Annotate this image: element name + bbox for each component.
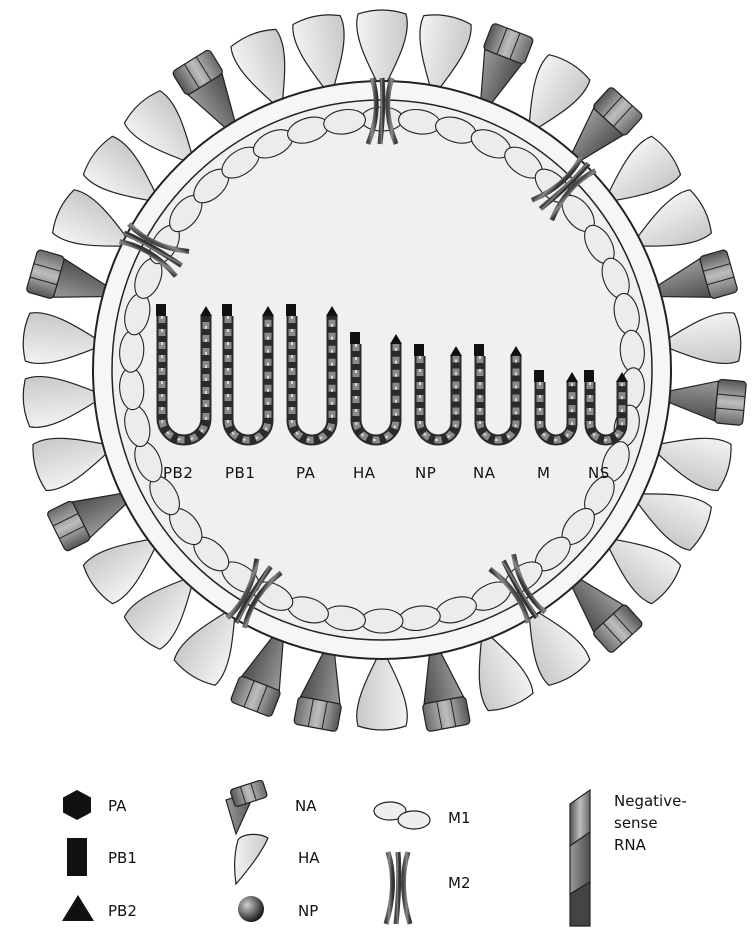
- legend-label-m1: M1: [448, 807, 471, 829]
- na-spike: [413, 647, 471, 732]
- legend-label-m2: M2: [448, 872, 471, 894]
- negative-sense-rna-icon: [560, 786, 600, 930]
- pa-hexagon-icon: [60, 788, 94, 822]
- segment-label-np: NP: [415, 464, 436, 482]
- legend-label-rna-line2: sense: [614, 812, 658, 834]
- ha-spike: [21, 371, 99, 428]
- segment-label-ha: HA: [353, 464, 376, 482]
- m2-channel-icon: [378, 848, 418, 928]
- na-spike: [665, 374, 747, 425]
- legend-label-rna-line3: RNA: [614, 834, 646, 856]
- legend-label-ha: HA: [298, 847, 320, 869]
- legend-label-na: NA: [295, 795, 316, 817]
- ha-spike: [357, 656, 408, 730]
- np-circle-icon: [236, 894, 266, 924]
- ha-spike: [357, 10, 408, 84]
- legend-label-pa: PA: [108, 795, 126, 817]
- ha-spike: [21, 312, 99, 369]
- influenza-virion-diagram: [0, 0, 755, 745]
- ha-spike: [291, 11, 354, 93]
- legend-label-np: NP: [298, 900, 318, 922]
- na-spike-icon: [222, 780, 274, 836]
- segment-label-pb1: PB1: [225, 464, 255, 482]
- m1-protein: [361, 609, 403, 633]
- pb1-rectangle-icon: [66, 837, 88, 877]
- segment-label-pa: PA: [296, 464, 315, 482]
- m1-protein-icon: [370, 798, 434, 834]
- legend-label-rna-line1: Negative-: [614, 790, 687, 812]
- legend-label-pb1: PB1: [108, 847, 137, 869]
- segment-label-ns: NS: [588, 464, 610, 482]
- segment-label-pb2: PB2: [163, 464, 193, 482]
- ha-spike-icon: [228, 830, 274, 888]
- na-spike: [293, 647, 351, 732]
- pb2-triangle-icon: [60, 893, 96, 923]
- ha-spike: [410, 11, 473, 93]
- segment-label-m: M: [537, 464, 550, 482]
- legend-label-pb2: PB2: [108, 900, 137, 922]
- ha-spike: [664, 312, 742, 369]
- segment-label-na: NA: [473, 464, 495, 482]
